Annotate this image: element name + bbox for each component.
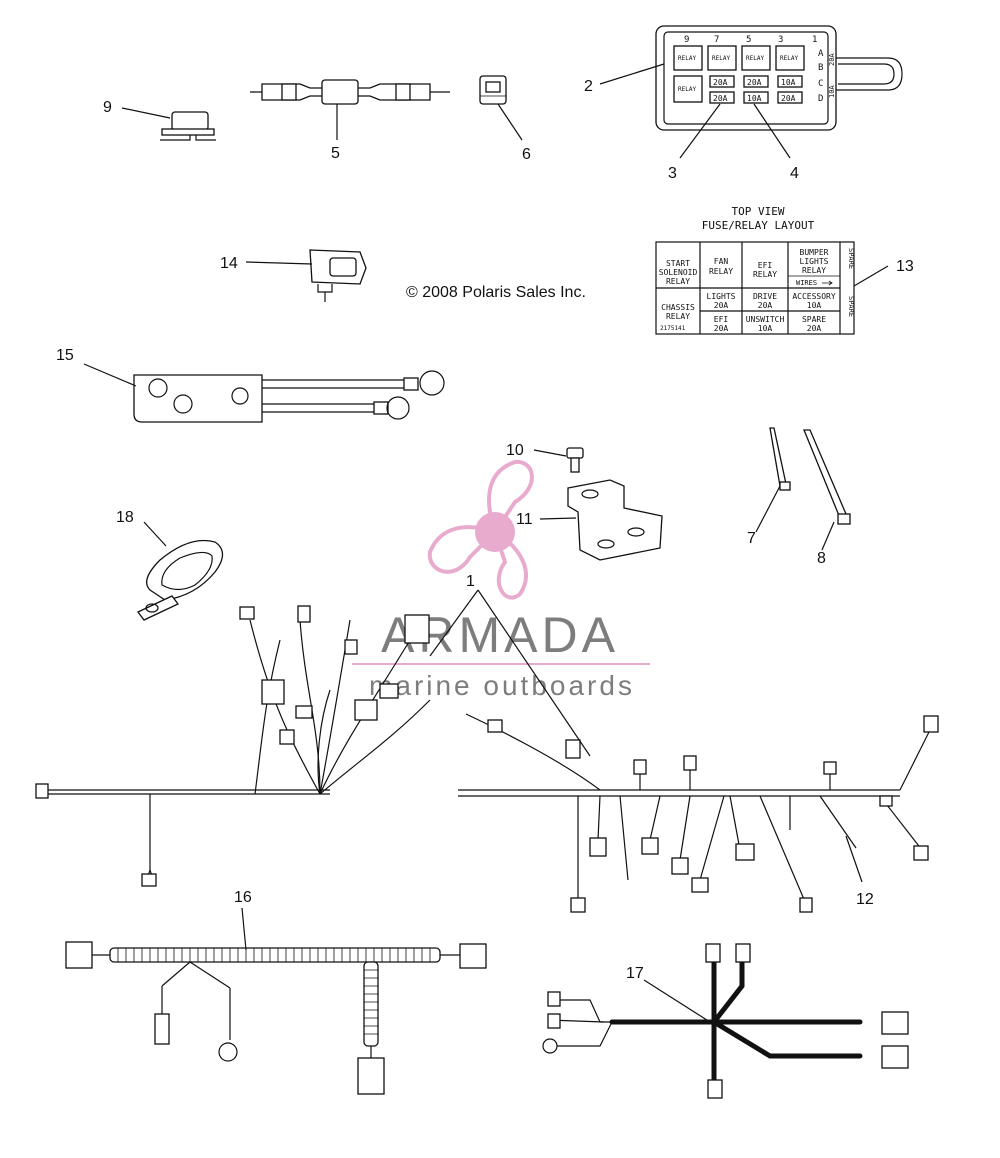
callout-7: 7 — [747, 530, 756, 547]
cell-unswitch-1: UNSWITCH — [746, 315, 785, 324]
cell-drive-1: DRIVE — [753, 292, 777, 301]
relay-label-5: RELAY — [678, 86, 696, 93]
cell-efi-fuse-1: EFI — [714, 315, 729, 324]
cell-efi-1: EFI — [758, 261, 773, 270]
cell-bumper-2: LIGHTS — [800, 257, 829, 266]
part-16-loom-harness — [65, 941, 487, 1095]
callout-6: 6 — [522, 146, 531, 163]
cell-accessory-1: ACCESSORY — [792, 292, 836, 301]
callout-13: 13 — [896, 258, 914, 275]
row-letter-c: C — [818, 79, 823, 89]
callout-15: 15 — [56, 347, 74, 364]
part-13-fuse-layout-table: TOP VIEW FUSE/RELAY LAYOUT START SOLENOI… — [655, 205, 855, 335]
part-5-inline-fuse — [250, 79, 450, 105]
cell-spare-side-1: SPARE — [847, 248, 855, 269]
row-letter-a: A — [818, 49, 824, 59]
part-10-bolt — [566, 447, 584, 473]
fuse-box-col-1: 1 — [812, 35, 817, 45]
callout-9: 9 — [103, 99, 112, 116]
cell-bumper-1: BUMPER — [800, 248, 829, 257]
callout-18: 18 — [116, 509, 134, 526]
callout-17: 17 — [626, 965, 644, 982]
callout-4: 4 — [790, 165, 799, 182]
cell-start-3: RELAY — [666, 277, 690, 286]
callout-16: 16 — [234, 889, 252, 906]
part-18-clamp — [137, 539, 224, 621]
fuse-r2-c1: 20A — [713, 94, 728, 103]
cell-bumper-3: RELAY — [802, 266, 826, 275]
fuse-box-col-9: 9 — [684, 35, 689, 45]
callout-8: 8 — [817, 550, 826, 567]
cell-unswitch-2: 10A — [758, 324, 773, 333]
cell-efi-2: RELAY — [753, 270, 777, 279]
callout-14: 14 — [220, 255, 238, 272]
part-1-main-harness-right — [458, 713, 939, 913]
callout-3: 3 — [668, 165, 677, 182]
layout-title-top-view: TOP VIEW — [732, 205, 785, 218]
part-6-connector — [479, 75, 507, 105]
part-11-bracket — [567, 479, 663, 561]
relay-label-4: RELAY — [780, 55, 798, 62]
cell-chassis-2: RELAY — [666, 312, 690, 321]
part-1-main-harness-left — [35, 605, 431, 887]
fuse-r1-c2: 20A — [747, 78, 762, 87]
row-letter-b: B — [818, 63, 823, 73]
cell-wires: WIRES — [796, 279, 817, 287]
part-17-sub-harness — [542, 943, 909, 1099]
leader-lines — [83, 63, 889, 1023]
callout-2: 2 — [584, 78, 593, 95]
part-15-bracket-leads — [133, 370, 445, 423]
callout-numbers: 1 2 3 4 5 6 7 8 9 10 11 12 13 14 15 16 1… — [56, 78, 914, 982]
cell-chassis-1: CHASSIS — [661, 303, 695, 312]
side-fuse-label-2: 10A — [828, 85, 836, 98]
layout-title-fuse-relay: FUSE/RELAY LAYOUT — [702, 219, 815, 232]
fuse-box-col-3: 3 — [778, 35, 783, 45]
cell-fan-1: FAN — [714, 257, 729, 266]
callout-11: 11 — [516, 511, 533, 528]
cell-start-1: START — [666, 259, 690, 268]
part-14-sensor — [309, 249, 367, 302]
fuse-box-col-7: 7 — [714, 35, 719, 45]
fuse-r2-c2: 10A — [747, 94, 762, 103]
fuse-r1-c1: 20A — [713, 78, 728, 87]
cell-lights-1: LIGHTS — [707, 292, 736, 301]
cell-fan-2: RELAY — [709, 267, 733, 276]
copyright-text: © 2008 Polaris Sales Inc. — [406, 284, 586, 301]
callout-12: 12 — [856, 891, 874, 908]
cell-lights-2: 20A — [714, 301, 729, 310]
fuse-r1-c3: 10A — [781, 78, 796, 87]
callout-5: 5 — [331, 145, 340, 162]
cell-spare-side-2: SPARE — [847, 296, 855, 317]
row-letter-d: D — [818, 94, 823, 104]
callout-10: 10 — [506, 442, 524, 459]
cell-spare-fuse-2: 20A — [807, 324, 822, 333]
relay-label-1: RELAY — [678, 55, 696, 62]
cell-accessory-2: 10A — [807, 301, 822, 310]
propeller-logo-icon — [427, 459, 534, 600]
cell-spare-fuse-1: SPARE — [802, 315, 826, 324]
fuse-r2-c3: 20A — [781, 94, 796, 103]
callout-1: 1 — [466, 573, 475, 590]
cell-start-2: SOLENOID — [659, 268, 698, 277]
cell-efi-fuse-2: 20A — [714, 324, 729, 333]
side-fuse-label-1: 20A — [828, 53, 836, 66]
part-8-cable-tie — [803, 429, 851, 525]
fuse-box-col-5: 5 — [746, 35, 751, 45]
cell-part-number: 2175141 — [660, 325, 686, 332]
cell-drive-2: 20A — [758, 301, 773, 310]
relay-label-3: RELAY — [746, 55, 764, 62]
part-7-cable-tie — [769, 427, 791, 491]
relay-label-2: RELAY — [712, 55, 730, 62]
watermark-tagline: marine outboards — [369, 670, 635, 701]
part-2-fuse-box: 9 7 5 3 1 RELAY RELAY RELAY RELAY RELAY … — [655, 25, 903, 131]
part-9-clip — [160, 111, 216, 141]
